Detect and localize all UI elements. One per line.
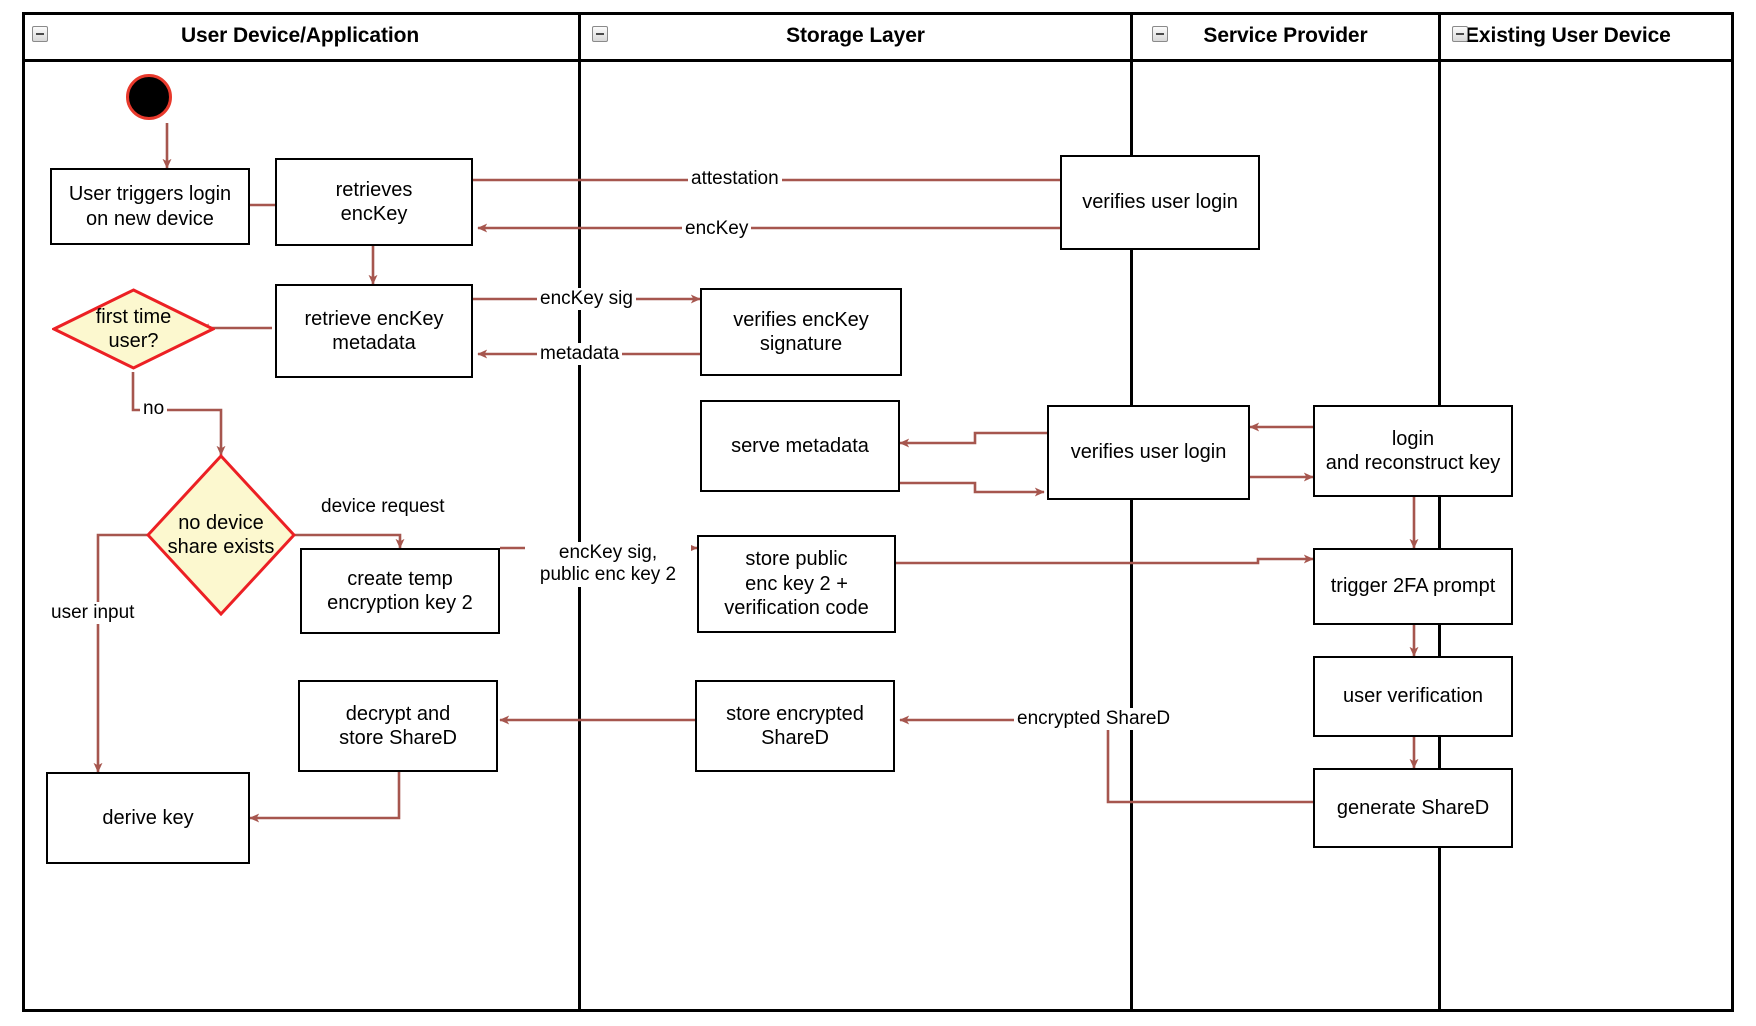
collapse-icon-existing-user-device[interactable] [1452, 26, 1468, 42]
lane-divider-3 [1438, 12, 1441, 1012]
lane-header-rule [22, 59, 1734, 62]
collapse-icon-user-device[interactable] [32, 26, 48, 42]
node-trigger-2fa-prompt[interactable]: trigger 2FA prompt [1313, 548, 1513, 625]
node-derive-key[interactable]: derive key [46, 772, 250, 864]
node-decrypt-and-store-shared[interactable]: decrypt and store ShareD [298, 680, 498, 772]
node-store-public-enc-key-2[interactable]: store public enc key 2 + verification co… [697, 535, 896, 633]
node-store-encrypted-shared[interactable]: store encrypted ShareD [695, 680, 895, 772]
node-verifies-enckey-signature[interactable]: verifies encKey signature [700, 288, 902, 376]
collapse-icon-service-provider[interactable] [1152, 26, 1168, 42]
edge-label-enckey-sig-public-enc-key-2: encKey sig, public enc key 2 [525, 542, 691, 587]
lane-header-storage-layer[interactable]: Storage Layer [581, 12, 1130, 59]
lane-title-existing-user-device: Existing User Device [1465, 23, 1671, 47]
lane-title-service-provider: Service Provider [1203, 23, 1368, 47]
node-retrieve-enckey-metadata[interactable]: retrieve encKey metadata [275, 284, 473, 378]
node-serve-metadata[interactable]: serve metadata [700, 400, 900, 492]
lane-divider-1 [578, 12, 581, 1012]
lane-title-storage-layer: Storage Layer [786, 23, 925, 47]
diamond-shape-no-device-share-exists [146, 454, 296, 616]
lane-header-user-device[interactable]: User Device/Application [22, 12, 578, 59]
node-verifies-user-login-mid[interactable]: verifies user login [1047, 405, 1250, 500]
lane-title-user-device: User Device/Application [180, 23, 420, 47]
edge-label-encrypted-shared: encrypted ShareD [1014, 708, 1174, 731]
swimlane-frame [22, 12, 1734, 1012]
edge-label-enckey: encKey [682, 218, 752, 241]
node-verifies-user-login-top[interactable]: verifies user login [1060, 155, 1260, 250]
start-node [126, 74, 172, 120]
decision-first-time-user[interactable]: first time user? [52, 288, 215, 370]
node-retrieves-enckey[interactable]: retrieves encKey [275, 158, 473, 246]
diamond-shape-first-time-user [52, 288, 215, 370]
node-generate-shared[interactable]: generate ShareD [1313, 768, 1513, 848]
node-user-triggers-login[interactable]: User triggers login on new device [50, 168, 250, 245]
edge-label-metadata: metadata [537, 343, 623, 366]
node-user-verification[interactable]: user verification [1313, 656, 1513, 737]
edge-label-attestation: attestation [688, 168, 782, 191]
node-create-temp-encryption-key-2[interactable]: create temp encryption key 2 [300, 548, 500, 634]
collapse-icon-storage-layer[interactable] [592, 26, 608, 42]
decision-label-first-time-user: first time user? [95, 306, 172, 352]
edge-label-no: no [140, 398, 168, 421]
node-login-and-reconstruct-key[interactable]: login and reconstruct key [1313, 405, 1513, 497]
edge-label-enckey-sig: encKey sig [537, 288, 636, 311]
edge-label-user-input: user input [48, 602, 138, 625]
lane-header-service-provider[interactable]: Service Provider [1133, 12, 1438, 59]
decision-label-no-device-share-exists: no device share exists [167, 512, 275, 558]
decision-no-device-share-exists[interactable]: no device share exists [146, 454, 296, 616]
edge-label-device-request: device request [318, 496, 448, 519]
lane-header-existing-user-device[interactable]: Existing User Device [1441, 12, 1734, 59]
lane-divider-2 [1130, 12, 1133, 1012]
